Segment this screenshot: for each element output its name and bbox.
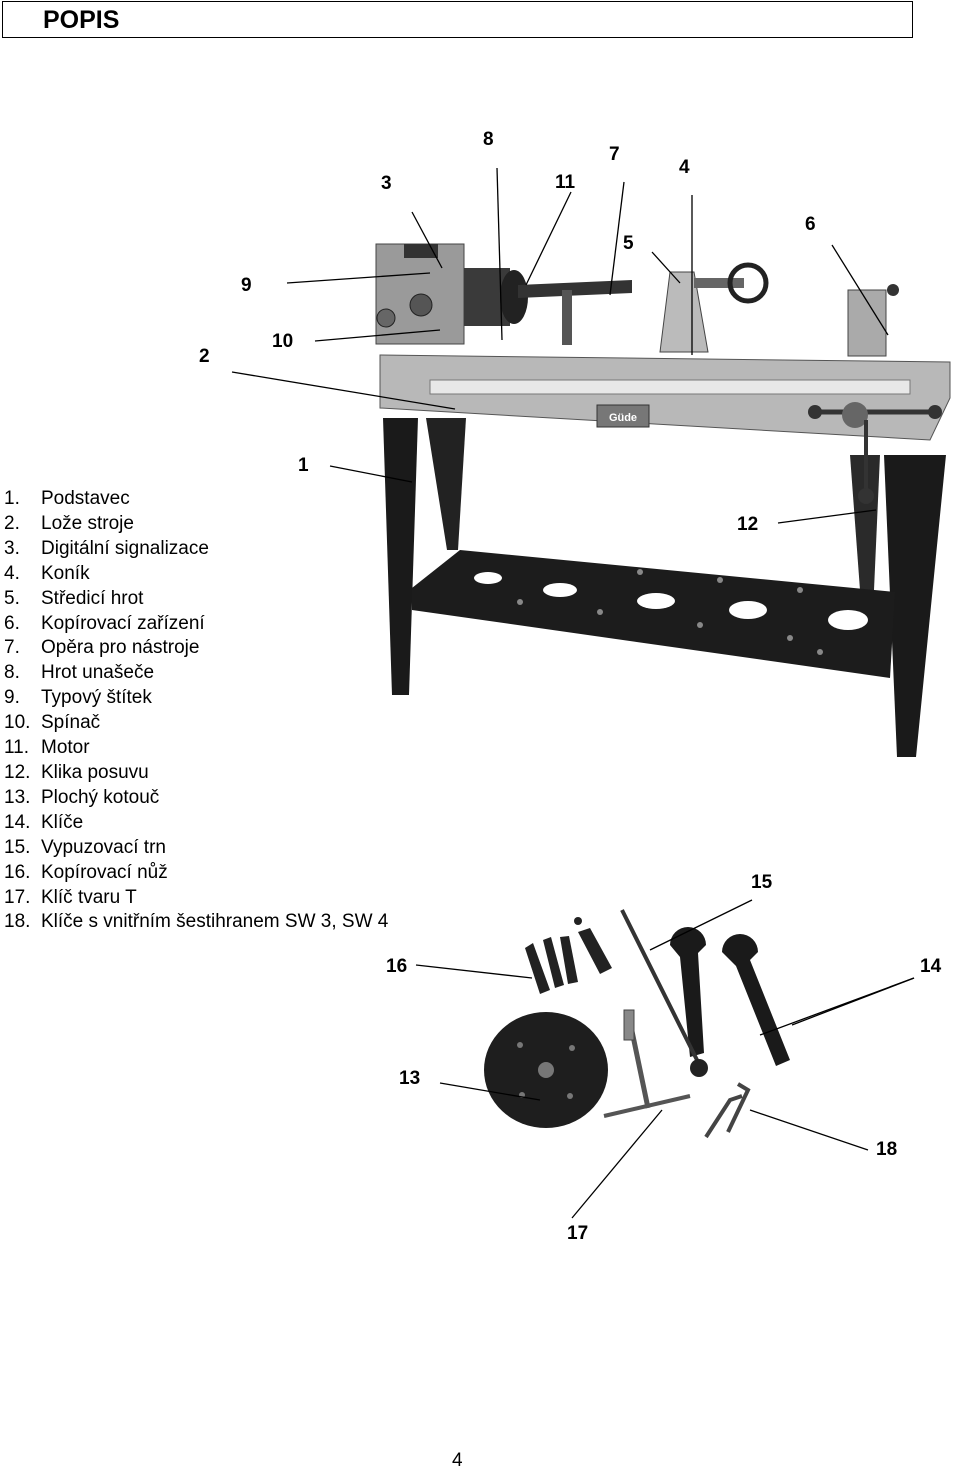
list-item: 7.Opěra pro nástroje <box>4 637 200 659</box>
list-item: 16.Kopírovací nůž <box>4 861 168 883</box>
callout-3: 3 <box>381 173 392 194</box>
callout-1: 1 <box>298 455 309 476</box>
lathe-bed <box>379 354 951 441</box>
switch-knob <box>376 308 396 328</box>
t-wrench <box>603 1009 691 1118</box>
feed-crank-hub <box>842 402 868 428</box>
list-item: 14.Klíče <box>4 811 84 833</box>
shelf-holes <box>474 572 868 630</box>
nameplate-guede <box>596 404 650 428</box>
bed-rail <box>429 379 911 395</box>
nameplate-logo-text: Güde <box>609 412 637 424</box>
callout-18: 18 <box>876 1139 898 1160</box>
list-item: 18.Klíče s vnitřním šestihranem SW 3, SW… <box>4 911 389 933</box>
callout-8: 8 <box>483 129 494 150</box>
callout-15: 15 <box>751 872 773 893</box>
ejector-rod <box>620 909 699 1061</box>
slotted-wrenches <box>670 927 790 1066</box>
list-item: 11.Motor <box>4 737 90 759</box>
list-item: 6.Kopírovací zařízení <box>4 612 205 634</box>
callout-13: 13 <box>399 1068 421 1089</box>
right-front-leg <box>884 455 946 757</box>
list-item: 10.Spínač <box>4 712 101 734</box>
lower-shelf <box>412 550 895 678</box>
list-item: 5.Středicí hrot <box>4 587 144 609</box>
callout-6: 6 <box>805 214 816 235</box>
callout-14: 14 <box>920 956 942 977</box>
list-item: 3.Digitální signalizace <box>4 537 209 559</box>
section-header-box: POPIS <box>2 1 913 38</box>
copying-device <box>847 289 887 357</box>
shelf-small-holes <box>517 569 823 655</box>
tailstock-handwheel <box>727 262 769 304</box>
page-number: 4 <box>452 1450 463 1471</box>
list-item: 12.Klika posuvu <box>4 761 149 783</box>
list-item: 15.Vypuzovací trn <box>4 836 166 858</box>
copying-knives <box>525 917 612 994</box>
callout-17: 17 <box>567 1223 589 1244</box>
motor-pulley <box>500 270 528 324</box>
section-title: POPIS <box>43 6 120 34</box>
list-item: 4.Koník <box>4 562 90 584</box>
parts-list: 1.Podstavec 2.Lože stroje 3.Digitální si… <box>4 487 388 935</box>
callout-5: 5 <box>623 233 634 254</box>
list-item: 2.Lože stroje <box>4 512 134 534</box>
hex-keys <box>704 1082 751 1139</box>
list-item: 17.Klíč tvaru T <box>4 886 137 908</box>
callout-7: 7 <box>609 144 620 165</box>
callout-11: 11 <box>555 172 576 193</box>
right-rear-leg <box>850 455 880 590</box>
callout-16: 16 <box>386 956 408 977</box>
callout-9: 9 <box>241 275 252 296</box>
left-front-leg <box>383 418 418 695</box>
callout-4: 4 <box>679 157 690 178</box>
list-item: 1.Podstavec <box>4 488 130 509</box>
tool-rest-post <box>562 290 572 345</box>
tool-rest <box>518 280 632 298</box>
left-rear-leg <box>426 418 466 550</box>
callout-10: 10 <box>272 331 294 352</box>
digital-display <box>404 244 438 258</box>
callout-2: 2 <box>199 346 210 367</box>
list-item: 8.Hrot unašeče <box>4 662 155 684</box>
speed-dial <box>409 293 433 317</box>
leader-lines <box>231 167 915 1219</box>
list-item: 13.Plochý kotouč <box>4 786 160 808</box>
list-item: 9.Typový štítek <box>4 687 152 709</box>
callout-12: 12 <box>737 514 759 535</box>
tailstock-quill <box>694 278 744 288</box>
